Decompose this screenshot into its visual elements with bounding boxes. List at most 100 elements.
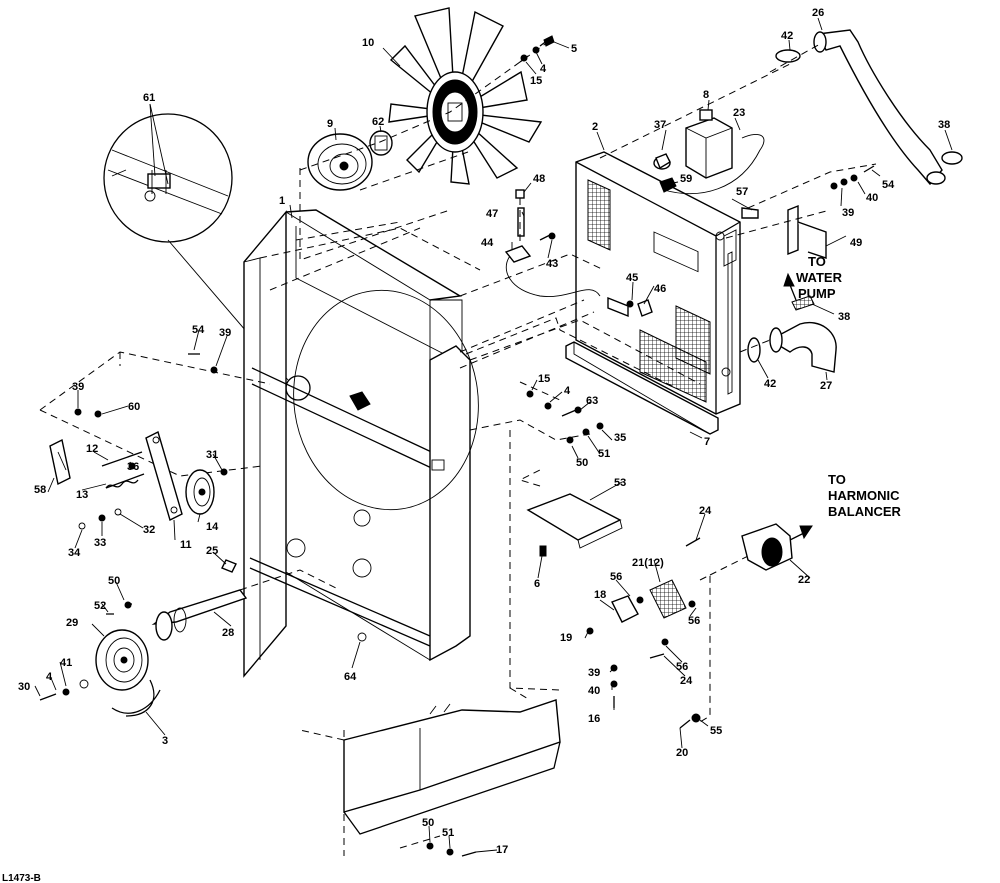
callout-21-12: 21(12) (632, 557, 664, 569)
callout-26: 26 (812, 7, 824, 19)
callout-19: 19 (560, 632, 572, 644)
hose-clamp (747, 337, 761, 363)
mounting-bar (565, 341, 719, 435)
callout-42: 42 (781, 30, 793, 42)
harmonic-balancer-hub (741, 523, 793, 571)
callout-40: 40 (866, 192, 878, 204)
callout-9: 9 (327, 118, 333, 130)
idler-shaft (151, 589, 248, 641)
radiator (575, 151, 741, 415)
note-line: PUMP (798, 286, 836, 301)
callout-34: 34 (68, 547, 81, 559)
callout-38: 38 (838, 311, 850, 323)
tensioner-arm (145, 430, 183, 522)
detail-reference-circle (285, 375, 311, 401)
figure-id: L1473-B (2, 873, 41, 883)
callout-11: 11 (180, 539, 192, 551)
note-to-harmonic-balancer: TO HARMONIC BALANCER (828, 472, 902, 519)
fan-pulley (307, 133, 373, 191)
callout-8: 8 (703, 89, 709, 101)
callout-6: 6 (534, 578, 540, 590)
callout-23: 23 (733, 107, 745, 119)
callout-28: 28 (222, 627, 234, 639)
callout-24: 24 (699, 505, 712, 517)
callout-3: 3 (162, 735, 168, 747)
callout-4: 4 (46, 671, 53, 683)
note-line: WATER (796, 270, 843, 285)
coolant-recovery-bottle (685, 109, 733, 179)
callout-25: 25 (206, 545, 218, 557)
callout-38: 38 (938, 119, 950, 131)
callout-54: 54 (882, 179, 895, 191)
callout-48: 48 (533, 173, 545, 185)
callout-50: 50 (108, 575, 120, 587)
callout-15: 15 (530, 75, 542, 87)
note-line: TO (808, 254, 826, 269)
callout-15: 15 (538, 373, 550, 385)
detail-view-circle (103, 103, 311, 401)
fan-bolts (519, 35, 555, 63)
tension-spring (105, 479, 139, 489)
tensioner-bracket (49, 438, 71, 486)
fan-spacer (369, 130, 393, 156)
callout-46: 46 (654, 283, 666, 295)
fan-blade-assembly (388, 7, 543, 185)
callout-16: 16 (588, 713, 600, 725)
callout-10: 10 (362, 37, 374, 49)
callout-33: 33 (94, 537, 106, 549)
callout-62: 62 (372, 116, 384, 128)
callout-14: 14 (206, 521, 219, 533)
idler-pulley (185, 469, 215, 515)
hose-clamp (775, 49, 801, 63)
callout-30: 30 (18, 681, 30, 693)
callout-29: 29 (66, 617, 78, 629)
callout-24: 24 (680, 675, 693, 687)
callout-39: 39 (842, 207, 854, 219)
callout-12: 12 (86, 443, 98, 455)
callout-53: 53 (614, 477, 626, 489)
callout-50: 50 (422, 817, 434, 829)
callout-37: 37 (654, 119, 666, 131)
callout-40: 40 (588, 685, 600, 697)
hose-clamp (941, 151, 963, 165)
callout-39: 39 (72, 381, 84, 393)
callout-31: 31 (206, 449, 218, 461)
callout-7: 7 (704, 436, 710, 448)
callout-4: 4 (540, 63, 547, 75)
callout-4: 4 (564, 385, 571, 397)
callout-56: 56 (688, 615, 700, 627)
upper-radiator-hose (813, 29, 946, 186)
tensioner-outline (39, 351, 271, 477)
note-to-water-pump: TO WATER PUMP (796, 254, 843, 301)
water-pump-arrow (783, 272, 795, 287)
callout-51: 51 (598, 448, 610, 460)
callout-27: 27 (820, 380, 832, 392)
callout-60: 60 (128, 401, 140, 413)
note-line: BALANCER (828, 504, 902, 519)
callout-52: 52 (94, 600, 106, 612)
harmonic-balancer-arrow (799, 525, 813, 540)
fasteners (830, 165, 875, 190)
fan-shroud-frame (243, 209, 479, 678)
callout-35: 35 (614, 432, 626, 444)
callout-5: 5 (571, 43, 577, 55)
callout-50: 50 (576, 457, 588, 469)
callout-49: 49 (850, 237, 862, 249)
callout-42: 42 (764, 378, 776, 390)
callout-1: 1 (279, 195, 285, 207)
chassis-rail (343, 699, 561, 813)
crankshaft-pulley (95, 629, 149, 691)
frame-bolts (526, 390, 604, 444)
callout-59: 59 (680, 173, 692, 185)
callout-51: 51 (442, 827, 454, 839)
callout-20: 20 (676, 747, 688, 759)
note-line: HARMONIC (828, 488, 900, 503)
callout-22: 22 (798, 574, 810, 586)
callout-56: 56 (610, 571, 622, 583)
note-line: TO (828, 472, 846, 487)
callout-43: 43 (546, 258, 558, 270)
drive-belt (111, 679, 161, 717)
belt-guard-plate (526, 493, 622, 541)
callout-36: 36 (127, 461, 139, 473)
